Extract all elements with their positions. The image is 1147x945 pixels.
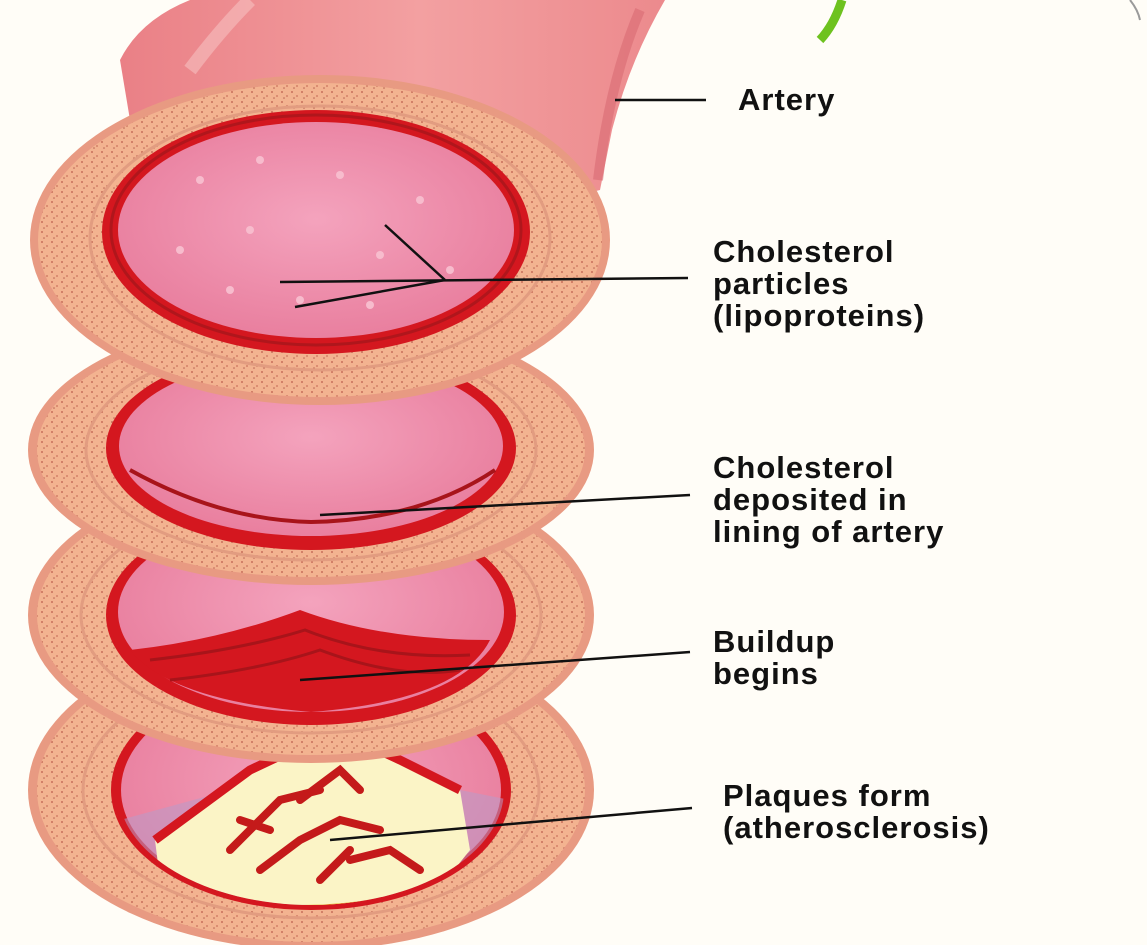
label-plaques-form: Plaques form (atherosclerosis) (723, 780, 990, 844)
label-cholesterol-particles: Cholesterol particles (lipoproteins) (713, 236, 925, 332)
label-buildup-begins: Buildup begins (713, 626, 835, 690)
decorative-arc (820, 0, 842, 40)
decorative-curve (1130, 0, 1140, 20)
artery-section-particles (30, 75, 610, 405)
label-cholesterol-deposited: Cholesterol deposited in lining of arter… (713, 452, 944, 548)
label-artery: Artery (738, 84, 835, 116)
